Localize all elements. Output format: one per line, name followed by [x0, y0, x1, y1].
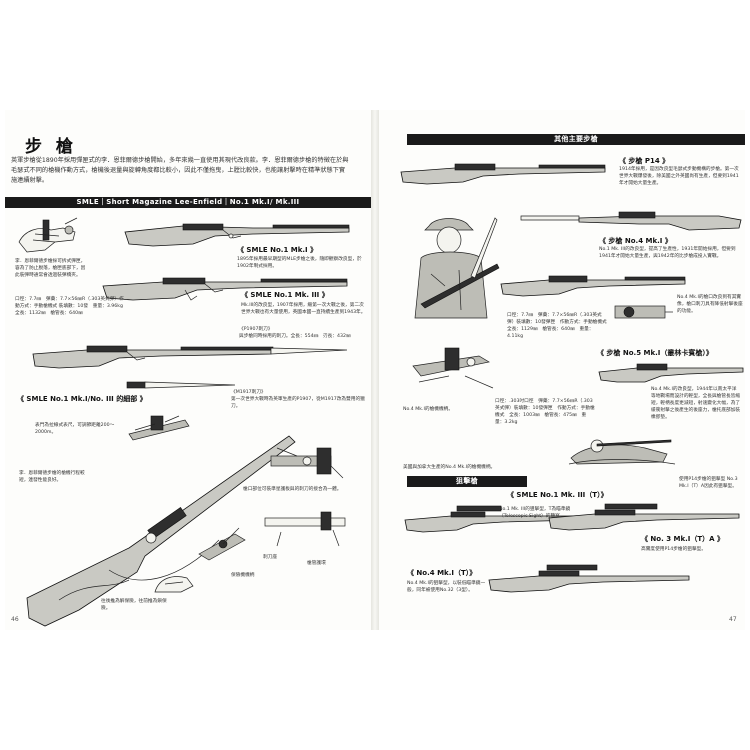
no5-specs: 口徑：.303吋口徑 彈藥：7.7×56㎜R（.303英式彈）裝填數：10發彈匣… — [495, 399, 595, 425]
left-page-title: 步 槍 — [25, 137, 77, 157]
right-page-number: 47 — [729, 616, 737, 623]
bayonet-m1917-label: 《M1917刺刀》 — [231, 390, 266, 395]
smle-mk3-specs: 口徑：7.7㎜ 彈藥：7.7×56㎜R（.303英式彈）作動方式：手動槍機式 裝… — [15, 297, 128, 316]
no4-mk1-rifle-drawing — [500, 275, 686, 297]
no4-detail-caption: No.4 Mk.I的槍機機柄。 — [403, 407, 454, 412]
p14-heading: 《 步槍 P14 》 — [619, 157, 670, 165]
smle-mk1-heading: 《 SMLE No.1 Mk.I 》 — [237, 246, 318, 254]
no5-text: No.4 Mk.I的改良型，1944年以南太平洋等地戰場而設計的輕型，全長與槍管… — [651, 387, 741, 420]
smle-mk1-text: 1895年採用最早期型的MLE步槍之後，隨即觀察改良型，於1902年制式採用。 — [237, 257, 362, 269]
no5-carbine-drawing — [598, 363, 744, 383]
breakdown-heading: 《 SMLE No.1 Mk.I/No. III 的細部 》 — [17, 395, 147, 403]
left-page-number: 46 — [11, 616, 19, 623]
no5-heading: 《 步槍 No.5 Mk.I（叢林卡賓槍）》 — [597, 349, 713, 357]
canada-caption: 美國與加拿大生產的No.4 Mk.I的槍機機柄。 — [403, 465, 496, 470]
smle-banner: SMLE｜Short Magazine Lee-Enfield｜No.1 Mk.… — [5, 197, 371, 208]
safety-callout: 往後推為解保險，往前推為鎖保險。 — [101, 599, 167, 611]
soldier-caption: No.4 Mk.I的槍口改良到有其實像，槍口刺刀具有降低射擊後座的功能。 — [677, 295, 743, 314]
sniper-banner: 狙擊槍 — [407, 476, 527, 487]
no4-text: No.1 Mk. III的改良型，提高了生產性，1931年開始採用，但要到194… — [599, 247, 736, 259]
no3-t-text: 高實度使用P14步槍的狙擊型。 — [641, 547, 707, 552]
bayonet-p1907-text: 與步槍同時採用的刺刀。全長：554㎜ 刃長：432㎜ — [239, 334, 351, 339]
bolt-stroke-callout: 李．恩菲爾德步槍的槍機行程較短，連發性能良好。 — [19, 471, 85, 483]
smle-with-bayonet-drawing — [32, 345, 348, 369]
no4-bolt-detail-illustration — [412, 347, 494, 389]
soldier-illustration — [414, 217, 500, 319]
bayonet-p1907-label: 《P1907刺刀》 — [239, 327, 273, 332]
no4-specs: 口徑：7.7㎜ 彈藥：7.7×56㎜R（.303英式彈）裝填數：10發彈匣 作動… — [507, 313, 612, 339]
other-rifles-banner: 其他主要步槍 — [407, 134, 745, 145]
no4-heading: 《 步槍 No.4 Mk.I 》 — [599, 237, 672, 245]
smle-mk3-text: Mk.III的改良型，1907年採用，繼第一次大戰之後，第二次世界大戰也有大量使… — [241, 303, 366, 315]
left-page-intro: 英軍步槍從1890年採用彈匣式的李．恩菲爾德步槍開始，多年來幾一直使用其現代改良… — [11, 157, 349, 184]
no3-t-heading: 《 No. 3 Mk.I（T）A 》 — [641, 535, 725, 543]
front-sight-label: 槍管護環 — [307, 561, 326, 566]
sight-callout: 表門為拉線式表尺，可調節距離200～2000m。 — [35, 423, 115, 435]
smle-mk3-rifle-drawing — [102, 277, 348, 301]
bolt-callout: 李．恩菲爾德步槍採可拆式彈匣，容為了防止脫落，槍匣底部下，因此裝彈時通常會透過裝… — [15, 259, 86, 278]
no4-muzzle-detail-illustration — [614, 305, 673, 319]
muzzle-detail-illustration — [270, 447, 344, 479]
muzzle-clip-callout: 槍口部位可裝準星護板與的刺刀的接合為一體。 — [243, 487, 342, 492]
bayonet-m1917-text: 第一次世界大戰時為英軍生產的P1907，從M1917改為雙用的獵刀。 — [231, 397, 365, 409]
bayonet-m1917-drawing — [126, 381, 236, 389]
safety-lever-label: 保險機機柄 — [231, 573, 255, 578]
smle-t-text: No.1 Mk. III的狙擊型，T為瞄準鏡（Telescopic Sight）… — [499, 507, 571, 519]
right-page: 其他主要步槍 《 步槍 P14 》 1914年採用，是因改良型毛瑟式步動機構的步… — [379, 110, 745, 630]
book-gutter — [371, 110, 379, 630]
bolt-hand-illustration — [18, 217, 78, 253]
no4-t-text: No.4 Mk.I的狙擊型，以裝低瞄準鏡一般，同年被使用No.32（3型）。 — [407, 581, 486, 593]
bayonet-mount-label: 刺刀座 — [263, 555, 278, 560]
p14-text: 1914年採用，是因改良型毛瑟式步動機構的步槍。第一次世界大戰爆發後，除美國之外… — [619, 167, 739, 186]
left-page: 步 槍 英軍步槍從1890年採用彈匣式的李．恩菲爾德步槍開始，多年來幾一直使用其… — [5, 110, 371, 630]
no4-t-sniper-drawing — [488, 564, 690, 593]
prone-sniper-illustration — [568, 439, 676, 465]
no3-t-sniper-drawing — [548, 503, 740, 531]
safety-lever-illustration — [198, 527, 246, 561]
bayonet-mount-illustration — [264, 511, 346, 547]
p14-rifle-drawing — [400, 163, 606, 185]
no4-t-heading: 《 No.4 Mk.I（T）》 — [407, 569, 477, 577]
smle-mk3-heading: 《 SMLE No.1 Mk. III 》 — [241, 291, 329, 299]
smle-t-sniper-drawing — [404, 505, 580, 533]
smle-mk1-rifle-drawing — [124, 223, 350, 247]
rear-sight-illustration — [128, 415, 190, 441]
no4-rifle-drawing — [520, 211, 742, 231]
p14-t-caption: 使用P14步槍的狙擊型 No.3 Mk.I（T）A因此有狙擊型。 — [679, 477, 738, 489]
safety-hand-illustration — [154, 576, 194, 593]
smle-t-heading: 《 SMLE No.1 Mk. III（T）》 — [507, 491, 608, 499]
